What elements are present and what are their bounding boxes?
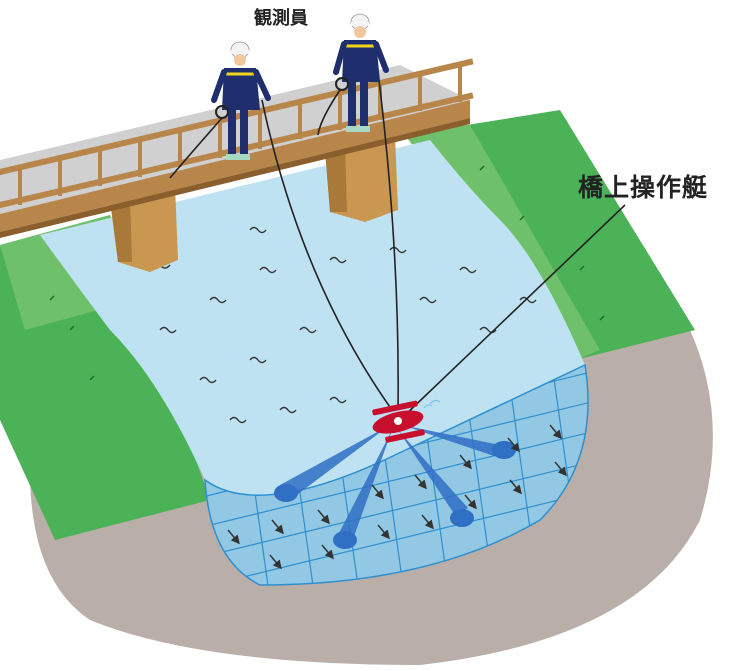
observer-left-icon (211, 41, 271, 160)
grass-tufts (49, 165, 605, 381)
observers-label: 観測員 (254, 8, 308, 29)
grid-outline (204, 363, 589, 586)
boat-label: 橋上操作艇 (578, 173, 709, 202)
ripples (149, 196, 537, 424)
remote-boat-icon (372, 399, 441, 443)
tether-lines (169, 71, 399, 411)
observer-right-icon (333, 13, 389, 132)
bridge-piers (110, 135, 398, 272)
acoustic-beams (274, 425, 516, 549)
flow-arrows (227, 424, 567, 570)
boat-leader-line (401, 204, 626, 419)
